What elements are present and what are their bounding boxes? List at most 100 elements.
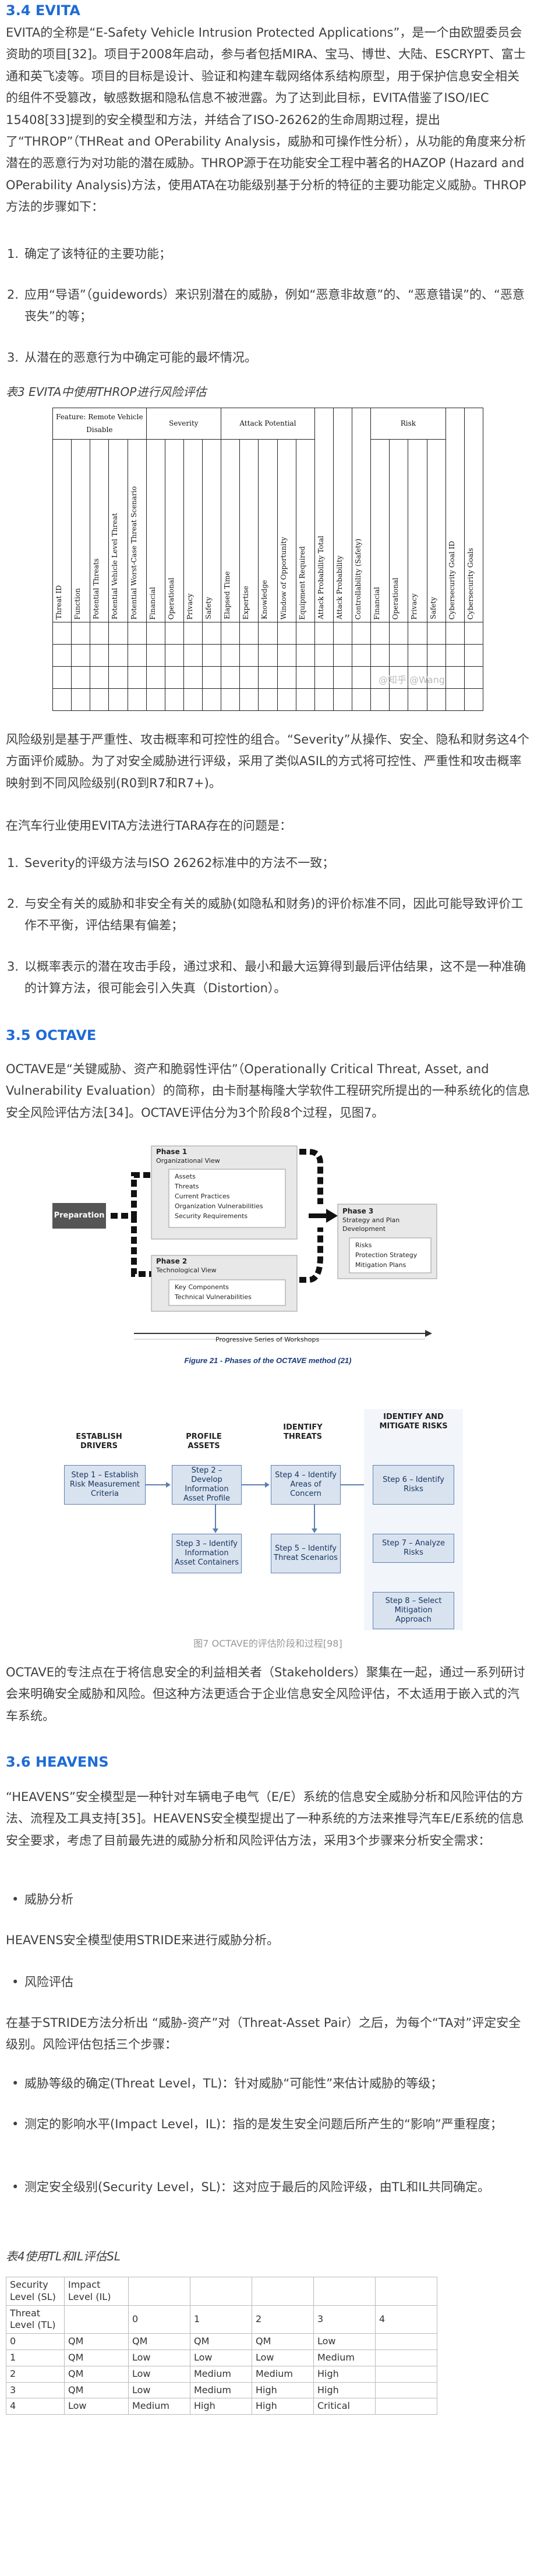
- phase2-item: Key Components: [175, 1283, 229, 1291]
- col-risk-operational: Operational: [391, 577, 400, 620]
- group-severity: Severity: [146, 408, 222, 440]
- sl-cell: Medium: [190, 2365, 252, 2383]
- phase3-title: Phase 3: [342, 1207, 374, 1215]
- evita-step-3: 3.从潜在的恶意行为中确定可能的最坏情况。: [7, 351, 257, 365]
- il-header: 2: [252, 2305, 314, 2334]
- sl-cell: QM: [64, 2382, 129, 2399]
- sl-cell: Critical: [313, 2398, 376, 2415]
- header-identify-threats: IDENTIFY THREATS: [283, 1423, 323, 1442]
- octave-step-7: Step 7 – Analyze Risks: [373, 1534, 454, 1563]
- phase1-item: Assets: [175, 1173, 196, 1180]
- sl-cell: High: [313, 2382, 376, 2399]
- figure21-caption: Figure 21 - Phases of the OCTAVE method …: [184, 1356, 352, 1365]
- col-vehicle-level-threat: Potential Vehicle Level Threat: [111, 513, 119, 620]
- evita-issue-2: 2.与安全有关的威胁和非安全有关的威胁(如隐私和财务)的评价标准不同，因此可能导…: [7, 897, 524, 933]
- col-risk-safety: Safety: [429, 597, 437, 620]
- table-row: 1 QM Low Low Low Medium: [6, 2349, 437, 2366]
- sl-cell: QM: [128, 2333, 190, 2350]
- col-severity-financial: Financial: [148, 586, 157, 620]
- col-elapsed-time: Elapsed Time: [223, 571, 232, 620]
- phase3-items: Risks Protection Strategy Mitigation Pla…: [355, 1240, 417, 1270]
- table-row: 0 QM QM QM QM Low: [6, 2333, 437, 2350]
- tl-value: 4: [6, 2398, 65, 2415]
- phase3-item: Mitigation Plans: [355, 1261, 406, 1269]
- group-risk: Risk: [370, 408, 446, 440]
- sl-cell: Medium: [190, 2382, 252, 2399]
- octave-step-6: Step 6 – Identify Risks: [373, 1465, 454, 1505]
- evita-step-1: 1.确定了该特征的主要功能；: [7, 247, 171, 261]
- octave-step-4: Step 4 – Identify Areas of Concern: [271, 1465, 341, 1505]
- heavens-risk-step-sl: 测定安全级别(Security Level，SL)：这对应于最后的风险评级，由T…: [12, 2177, 531, 2199]
- header-identify-mitigate-risks: IDENTIFY AND MITIGATE RISKS: [379, 1413, 448, 1431]
- heavens-bullet-risk-assessment: 风险评估: [12, 1972, 73, 1994]
- preparation-label: Preparation: [54, 1211, 105, 1220]
- phase3-item: Risks: [355, 1241, 372, 1249]
- section-heading-octave: 3.5 OCTAVE: [6, 1027, 97, 1043]
- col-risk-financial: Financial: [373, 586, 381, 620]
- col-severity-safety: Safety: [204, 597, 213, 620]
- sl-cell: QM: [190, 2333, 252, 2350]
- section-heading-evita: 3.4 EVITA: [6, 2, 80, 19]
- table-watermark: @知乎 @Wang: [379, 674, 445, 685]
- sl-cell: Low: [128, 2349, 190, 2366]
- sl-table: Security Level (SL) Impact Level (IL) Th…: [6, 2277, 437, 2415]
- col-cybersecurity-goals: Cybersecurity Goals: [466, 547, 475, 620]
- sl-cell: Low: [313, 2333, 376, 2350]
- preparation-box: [52, 1203, 106, 1229]
- table-row: 4 Low Medium High High Critical: [6, 2398, 437, 2415]
- group-feature: Feature: Remote Vehicle Disable: [52, 408, 147, 440]
- octave-step-8: Step 8 – Select Mitigation Approach: [373, 1592, 454, 1629]
- col-window-of-opportunity: Window of Opportunity: [279, 536, 288, 620]
- evita-step-2: 2.应用“导语”（guidewords）来识别潜在的威胁，例如“恶意非故意”的、…: [7, 288, 525, 324]
- octave-steps-figure: ESTABLISH DRIVERS PROFILE ASSETS IDENTIF…: [47, 1409, 489, 1654]
- sl-cell: Low: [252, 2349, 314, 2366]
- col-controllability: Controllability (Safety): [354, 538, 362, 620]
- phase1-item: Current Practices: [175, 1193, 230, 1200]
- sl-cell: Low: [190, 2349, 252, 2366]
- header-profile-assets: PROFILE ASSETS: [186, 1432, 222, 1451]
- col-attack-probability-total: Attack Probability Total: [316, 536, 325, 620]
- phase1-title: Phase 1: [156, 1148, 188, 1156]
- phase1-item: Security Requirements: [175, 1212, 248, 1220]
- octave-step-2: Step 2 – Develop Information Asset Profi…: [172, 1465, 242, 1505]
- heavens-risk-paragraph: 在基于STRIDE方法分析出 “威胁-资产”对（Threat-Asset Pai…: [6, 2016, 521, 2052]
- phase1-item: Organization Vulnerabilities: [175, 1202, 263, 1210]
- sl-corner-threat-level: Threat Level (TL): [6, 2305, 65, 2334]
- octave-intro-paragraph: OCTAVE是“关键威胁、资产和脆弱性评估”（Operationally Cri…: [6, 1062, 530, 1120]
- workshops-label: Progressive Series of Workshops: [215, 1336, 320, 1343]
- sl-cell: Low: [128, 2382, 190, 2399]
- group-attack-potential: Attack Potential: [221, 408, 315, 440]
- sl-cell: Low: [64, 2398, 129, 2415]
- il-header: 0: [128, 2305, 190, 2334]
- tl-value: 2: [6, 2365, 65, 2383]
- sl-cell: High: [252, 2382, 314, 2399]
- sl-cell: Medium: [128, 2398, 190, 2415]
- col-threat-id: Threat ID: [55, 585, 63, 620]
- col-cybersecurity-goal-id: Cybersecurity Goal ID: [447, 540, 456, 620]
- octave-step-1: Step 1 – Establish Risk Measurement Crit…: [64, 1465, 146, 1505]
- sl-cell: QM: [64, 2349, 129, 2366]
- phase1-subtitle: Organizational View: [156, 1157, 220, 1165]
- col-severity-privacy: Privacy: [185, 593, 194, 620]
- heavens-bullet-threat-analysis: 威胁分析: [12, 1889, 73, 1911]
- il-header: 1: [190, 2305, 252, 2334]
- sl-cell: Medium: [252, 2365, 314, 2383]
- phase2-item: Technical Vulnerabilities: [175, 1293, 252, 1301]
- octave-phases-diagram: [52, 1140, 483, 1385]
- phase2-subtitle: Technological View: [156, 1266, 217, 1274]
- evita-table-caption: 表3 EVITA中使用THROP进行风险评估: [6, 385, 207, 399]
- octave-step-5: Step 5 – Identify Threat Scenarios: [271, 1534, 341, 1573]
- throp-risk-table: Feature: Remote Vehicle Disable Severity…: [52, 408, 484, 711]
- sl-cell: Medium: [313, 2349, 376, 2366]
- evita-issue-3: 3.以概率表示的潜在攻击手段，通过求和、最小和最大运算得到最后评估结果，这不是一…: [7, 960, 526, 996]
- header-establish-drivers: ESTABLISH DRIVERS: [76, 1432, 122, 1451]
- heavens-intro-paragraph: “HEAVENS”安全模型是一种针对车辆电子电气（E/E）系统的信息安全威胁分析…: [6, 1790, 524, 1848]
- heavens-risk-step-tl: 威胁等级的确定(Threat Level，TL)：针对威胁“可能性”来估计威胁的…: [12, 2073, 531, 2095]
- phase2-title: Phase 2: [156, 1257, 188, 1265]
- col-equipment-required: Equipment Required: [298, 546, 306, 620]
- il-header: 4: [375, 2305, 437, 2334]
- col-expertise: Expertise: [242, 586, 250, 620]
- table-row: 2 QM Low Medium Medium High: [6, 2365, 437, 2383]
- octave-phases-figure: Preparation Phase 1 Organizational View …: [52, 1140, 483, 1385]
